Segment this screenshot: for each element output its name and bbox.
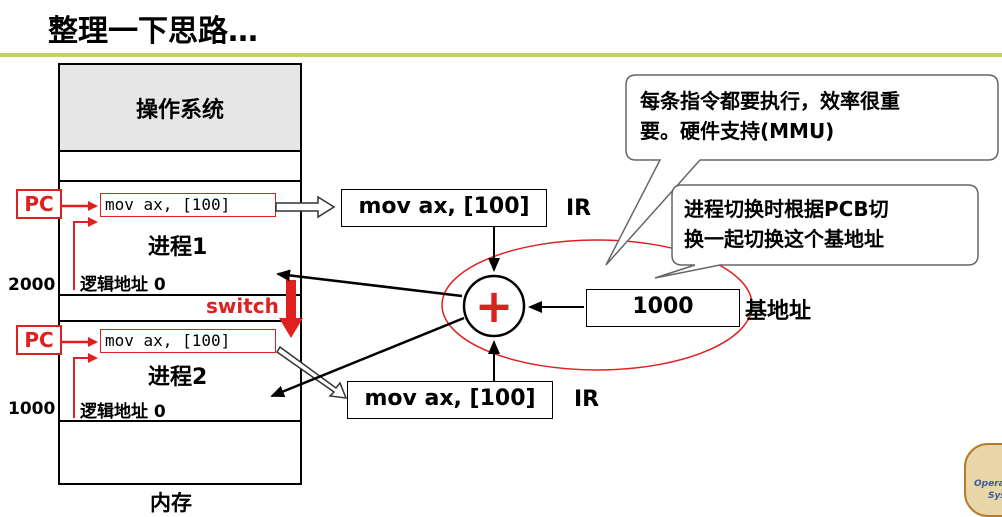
callout-mmu-bubble xyxy=(605,74,999,266)
adder-circle xyxy=(462,274,526,338)
slide-title: 整理一下思路… xyxy=(48,14,258,49)
adder-symbol: + xyxy=(475,279,514,333)
switch-label: switch xyxy=(206,294,279,318)
base-register-box: 1000 xyxy=(586,289,740,327)
process2-instruction: mov ax, [100] xyxy=(100,329,276,353)
title-divider xyxy=(0,53,1002,57)
callout-pcb-line2: 换一起切换这个基地址 xyxy=(684,227,884,251)
process1-instruction: mov ax, [100] xyxy=(100,193,276,217)
process1-name: 进程1 xyxy=(148,235,208,260)
ir-bottom-box: mov ax, [100] xyxy=(347,381,553,419)
process2-base-address: 1000 xyxy=(8,399,56,419)
os-segment: 操作系统 xyxy=(60,65,300,152)
fetch-arrow-2 xyxy=(275,345,348,399)
os-label: 操作系统 xyxy=(135,97,224,123)
process2-name: 进程2 xyxy=(148,365,208,390)
process1-logical-address: 逻辑地址 0 xyxy=(80,275,166,295)
fetch-arrow-1 xyxy=(275,195,336,219)
callout-pcb-bubble xyxy=(654,184,979,279)
ir-bottom-label: IR xyxy=(574,387,600,412)
pc1-feedback-arrow xyxy=(73,217,98,290)
course-logo: Opera Sys xyxy=(964,443,1002,517)
callout-pcb-line1: 进程切换时根据PCB切 xyxy=(684,197,889,221)
pc2-feedback-arrow xyxy=(73,353,98,418)
callout-mmu-line2: 要。硬件支持(MMU) xyxy=(640,119,835,143)
physical-address-arrow-1 xyxy=(276,269,463,298)
process2-pc-register: PC xyxy=(16,325,62,355)
callout-mmu-text: 每条指令都要执行，效率很重 要。硬件支持(MMU) xyxy=(640,86,900,146)
base-register-label: 基地址 xyxy=(745,299,812,324)
callout-mmu-line1: 每条指令都要执行，效率很重 xyxy=(640,89,900,113)
physical-address-arrow-2 xyxy=(270,316,465,398)
switch-arrow xyxy=(279,280,303,338)
ir-top-box: mov ax, [100] xyxy=(341,189,547,227)
gap-segment-2 xyxy=(60,296,300,322)
memory-label: 内存 xyxy=(150,491,192,515)
logo-mark: Opera xyxy=(974,479,1002,489)
mmu-ellipse xyxy=(441,239,753,371)
callout-pcb-text: 进程切换时根据PCB切 换一起切换这个基地址 xyxy=(684,194,889,254)
process1-base-address: 2000 xyxy=(8,275,56,295)
gap-segment xyxy=(60,152,300,182)
process1-pc-register: PC xyxy=(16,189,62,219)
logo-mark-2: Sys xyxy=(988,491,1002,501)
ir-top-label: IR xyxy=(566,196,592,221)
process2-logical-address: 逻辑地址 0 xyxy=(80,402,166,422)
